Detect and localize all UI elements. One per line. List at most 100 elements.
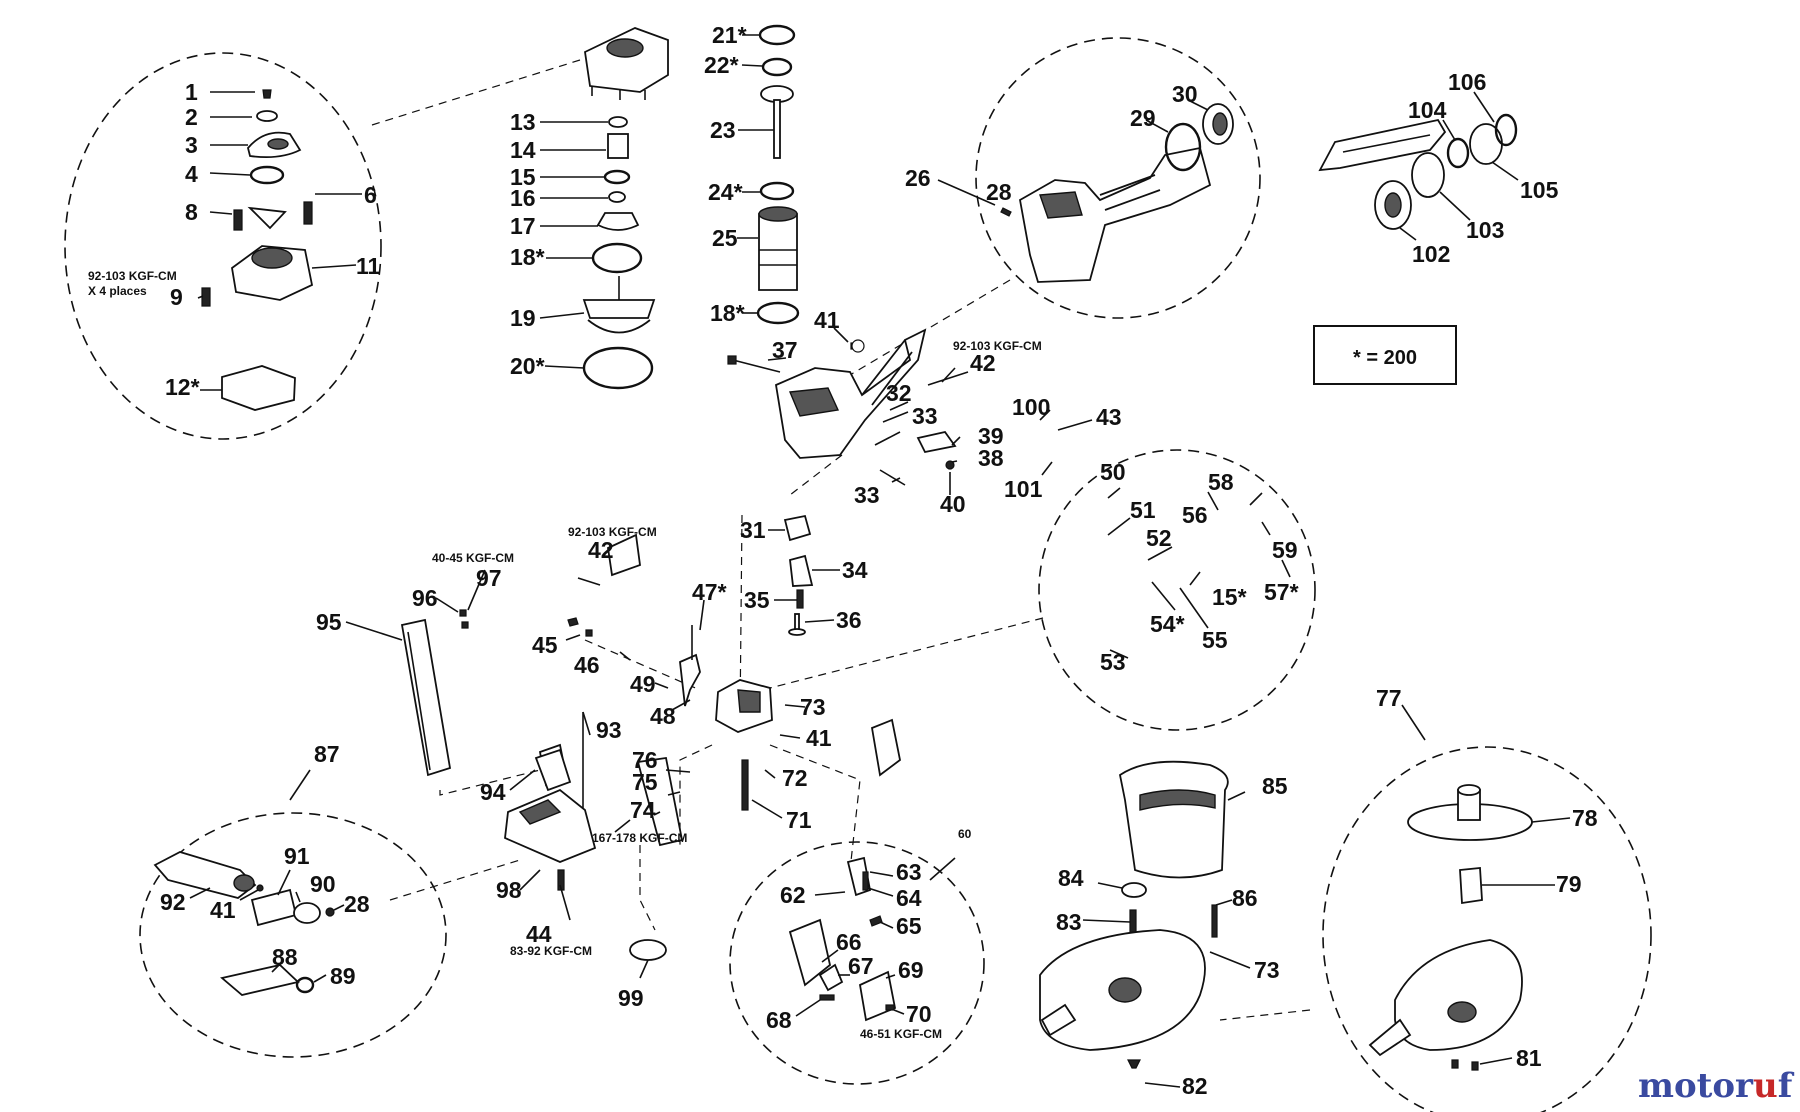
label-74: 74: [630, 797, 656, 823]
torque-notes: 92-103 KGF-CM X 4 places 92-103 KGF-CM 9…: [88, 269, 1042, 1041]
label-48: 48: [650, 703, 676, 729]
label-25: 25: [712, 225, 738, 251]
detail-circle-77: [1322, 746, 1652, 1112]
base-77: [1394, 939, 1523, 1051]
driver-parts: [756, 24, 800, 325]
feeder-body: [504, 788, 597, 863]
screw-9: [201, 287, 211, 307]
label-32: 32: [886, 380, 912, 406]
piston-19: [582, 299, 656, 319]
label-79: 79: [1556, 871, 1582, 897]
oring-4: [249, 165, 285, 185]
label-31: 31: [740, 517, 766, 543]
label-41b: 41: [806, 725, 832, 751]
cylinder-25: [758, 213, 798, 291]
label-83: 83: [1056, 909, 1082, 935]
label-28b: 28: [344, 891, 370, 917]
label-43: 43: [1096, 404, 1122, 430]
torque-note-42a: 92-103 KGF-CM: [953, 339, 1042, 353]
canister-assembly: [1039, 760, 1229, 1069]
valve-31: [783, 514, 812, 542]
label-85: 85: [1262, 773, 1288, 799]
label-18b: 18*: [710, 300, 745, 326]
label-88: 88: [272, 944, 298, 970]
cap-assembly: [201, 27, 669, 411]
label-11: 11: [356, 253, 381, 279]
legend-note: * = 200: [1313, 325, 1457, 385]
label-97: 97: [476, 565, 502, 591]
label-104: 104: [1408, 97, 1447, 123]
label-55: 55: [1202, 627, 1228, 653]
torque-note-74: 167-178 KGF-CM: [592, 831, 687, 845]
note-box: [1313, 325, 1457, 385]
torque-note-cap: 92-103 KGF-CM: [88, 269, 177, 283]
label-51: 51: [1130, 497, 1156, 523]
detail-circle-60: [729, 841, 985, 1085]
label-96: 96: [412, 585, 438, 611]
detail-circles: [64, 37, 1652, 1112]
label-57: 57*: [1264, 579, 1299, 605]
label-105: 105: [1520, 177, 1559, 203]
label-58: 58: [1208, 469, 1234, 495]
label-66: 66: [836, 929, 862, 955]
label-69: 69: [898, 957, 924, 983]
leader-lines: [189, 34, 1571, 1088]
label-46: 46: [574, 652, 600, 678]
label-38: 38: [978, 445, 1004, 471]
label-86: 86: [1232, 885, 1258, 911]
label-35: 35: [744, 587, 770, 613]
label-42b: 42: [588, 537, 614, 563]
label-76: 76: [632, 747, 658, 773]
label-47: 47*: [692, 579, 727, 605]
torque-note-cap-places: X 4 places: [88, 284, 147, 298]
label-81: 81: [1516, 1045, 1542, 1071]
logo-part-1: motor: [1638, 1066, 1753, 1106]
label-65: 65: [896, 913, 922, 939]
main-body: [727, 328, 969, 486]
label-20: 20*: [510, 353, 545, 379]
label-26: 26: [905, 165, 931, 191]
label-67: 67: [848, 953, 874, 979]
label-30: 30: [1172, 81, 1198, 107]
detail-circle-handle: [975, 37, 1261, 319]
label-99: 99: [618, 985, 644, 1011]
magazine-95: [400, 618, 452, 777]
torque-note-70: 46-51 KGF-CM: [860, 1027, 942, 1041]
label-39: 39: [978, 423, 1004, 449]
label-59: 59: [1272, 537, 1298, 563]
label-54: 54*: [1150, 611, 1185, 637]
detail-circle-cap: [64, 52, 382, 440]
label-77: 77: [1376, 685, 1402, 711]
label-15b: 15*: [1212, 584, 1247, 610]
label-24: 24*: [708, 179, 743, 205]
label-60: 60: [958, 827, 972, 841]
label-17: 17: [510, 213, 536, 239]
handle-body: [1019, 146, 1212, 283]
label-72: 72: [782, 765, 808, 791]
label-14: 14: [510, 137, 536, 163]
label-94: 94: [480, 779, 506, 805]
oring-29: [1164, 122, 1202, 172]
label-75: 75: [632, 769, 658, 795]
label-1: 1: [185, 79, 198, 105]
hanger-assembly: [1318, 113, 1518, 230]
label-92: 92: [160, 889, 186, 915]
label-87: 87: [314, 741, 340, 767]
label-8: 8: [185, 199, 198, 225]
torque-note-97: 40-45 KGF-CM: [432, 551, 514, 565]
washer-2: [256, 110, 278, 122]
label-41a: 41: [814, 307, 840, 333]
label-28a: 28: [986, 179, 1012, 205]
label-29: 29: [1130, 105, 1156, 131]
label-49: 49: [630, 671, 656, 697]
part-labels: 1 2 3 4 6 8 11 9 12* 13 14 15 16 17 18* …: [160, 22, 1598, 1099]
body-housing: [774, 328, 927, 459]
detail-77-parts: [1368, 784, 1533, 1071]
label-50: 50: [1100, 459, 1126, 485]
connector-lines: [371, 59, 1311, 1021]
label-70: 70: [906, 1001, 932, 1027]
label-36: 36: [836, 607, 862, 633]
label-53: 53: [1100, 649, 1126, 675]
label-52: 52: [1146, 525, 1172, 551]
torque-note-42b: 92-103 KGF-CM: [568, 525, 657, 539]
